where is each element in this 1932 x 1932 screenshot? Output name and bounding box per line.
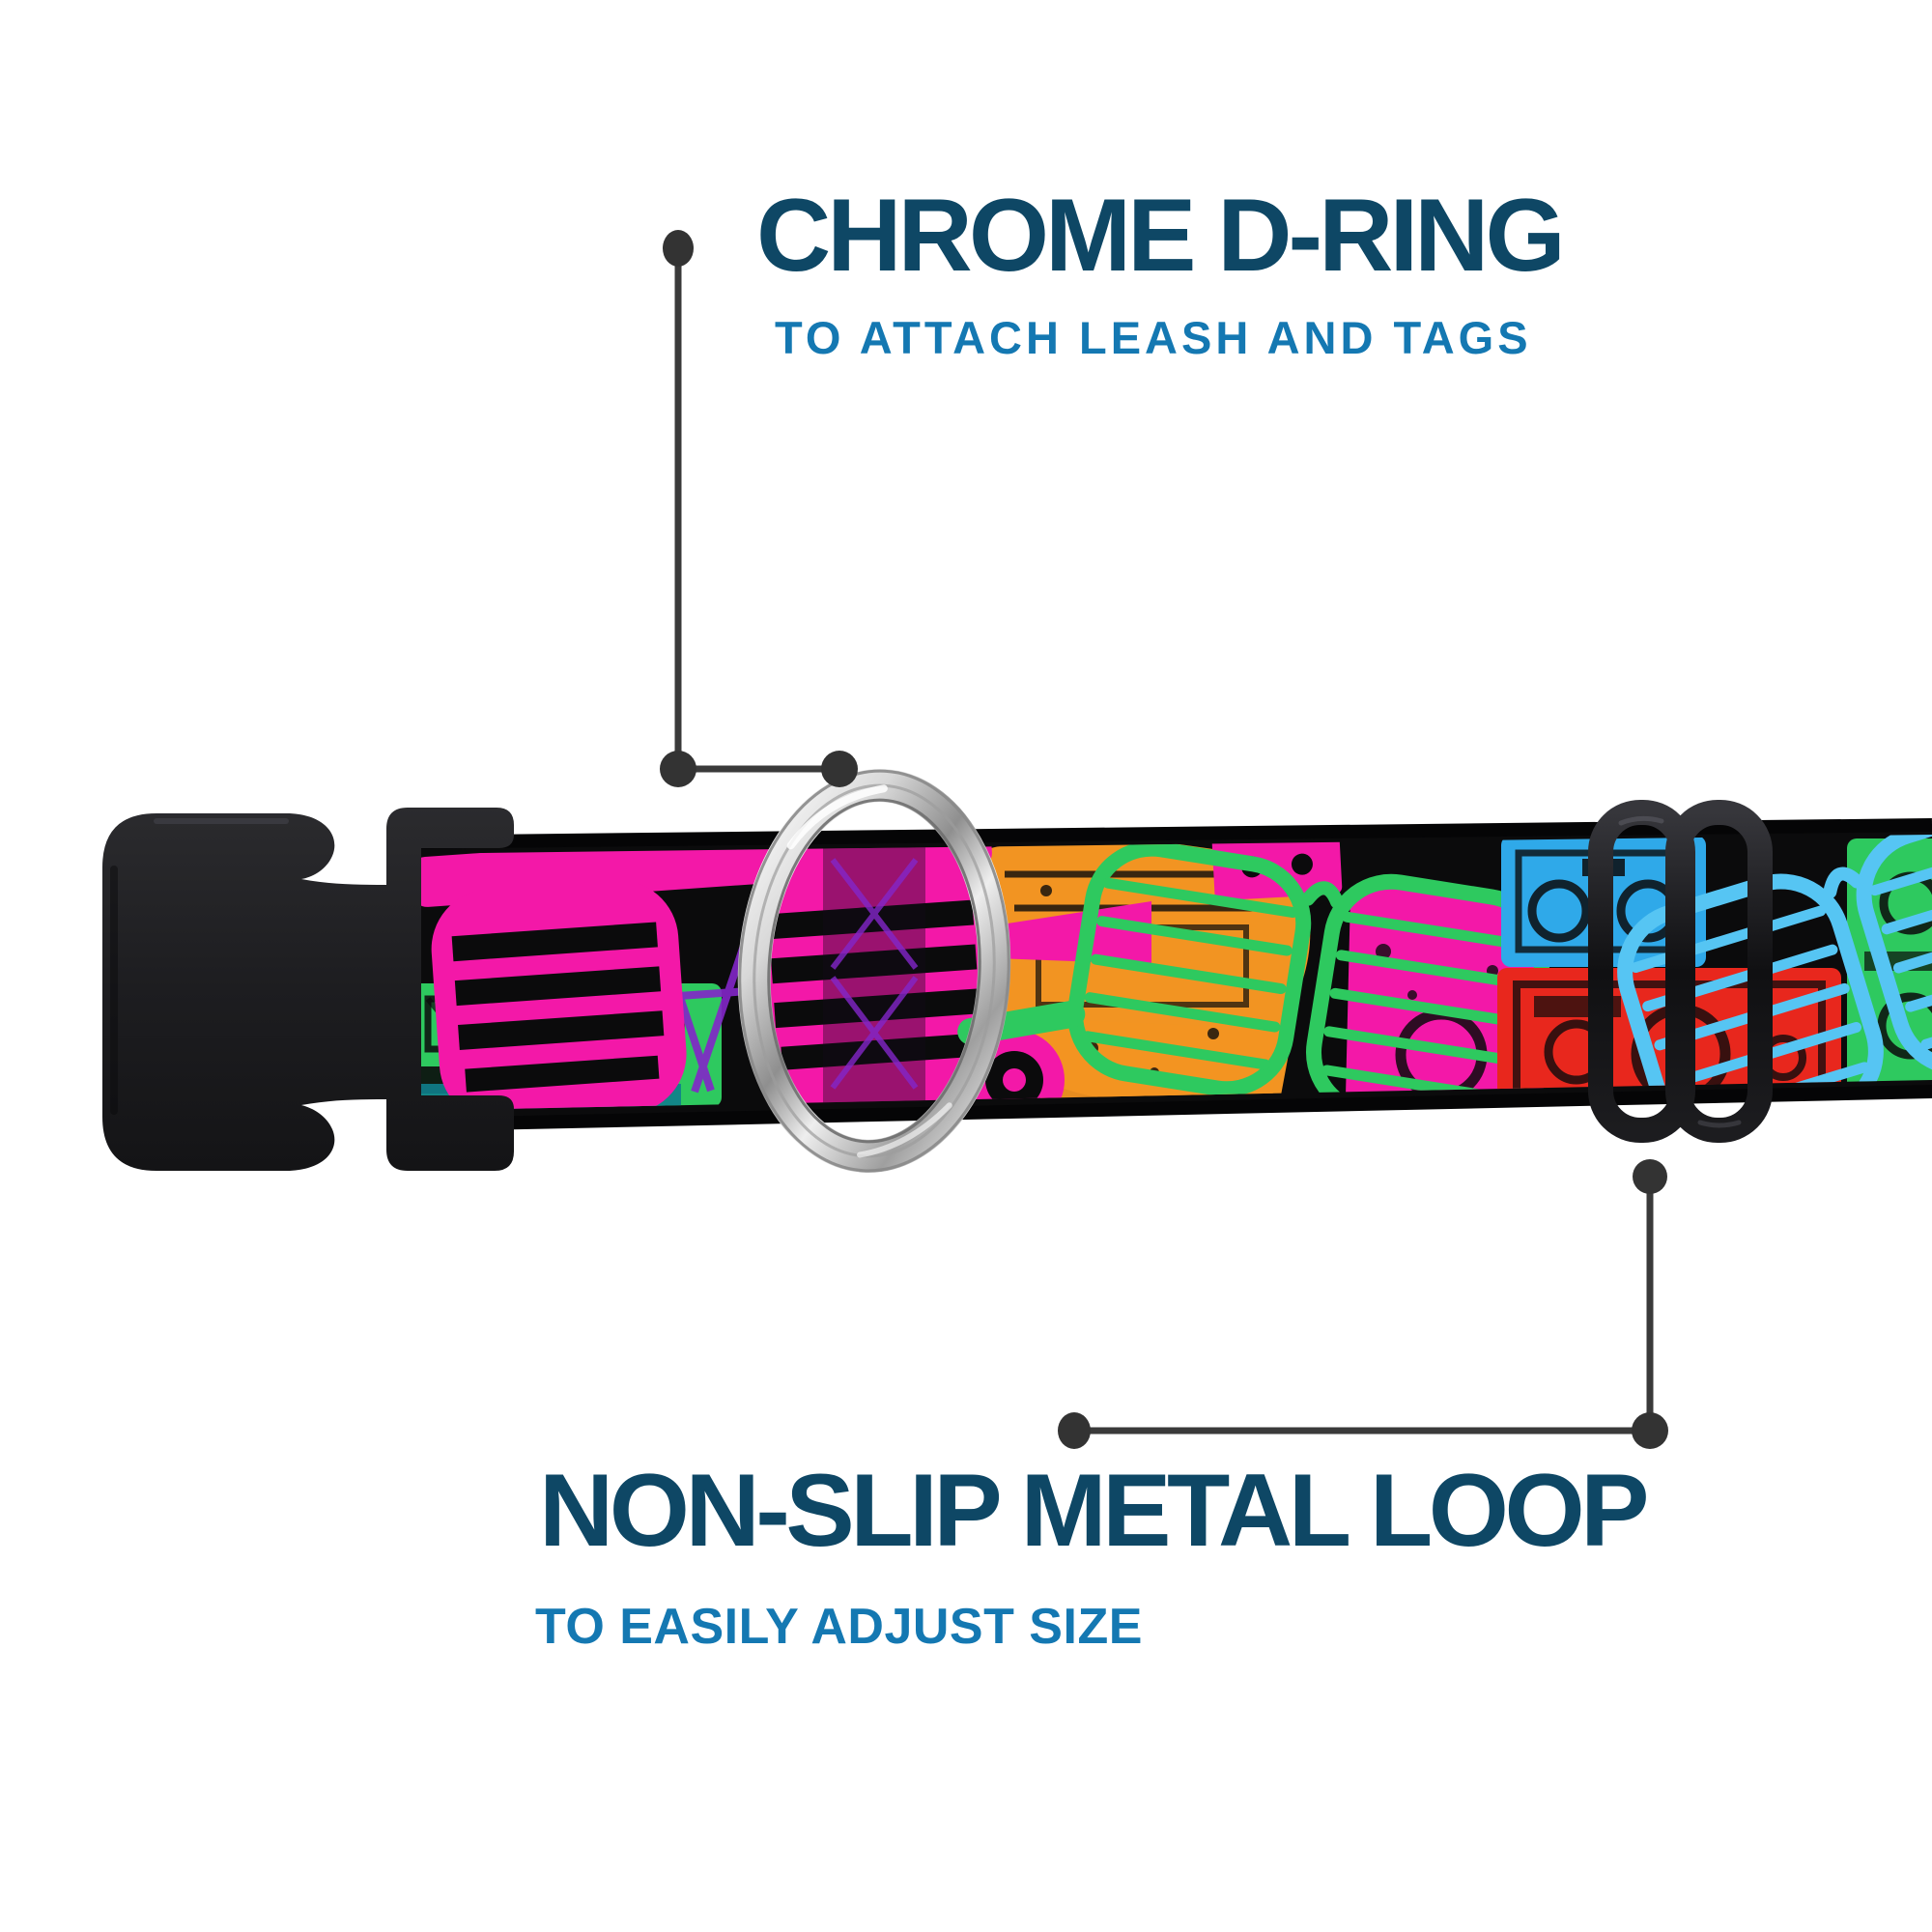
slider-callout-subtitle: TO EASILY ADJUST SIZE [535, 1599, 1143, 1655]
callout-dot [1633, 1159, 1667, 1194]
slider-callout: NON-SLIP METAL LOOP TO EASILY ADJUST SIZ… [535, 1452, 1650, 1653]
dring-callout: CHROME D-RING TO ATTACH LEASH AND TAGS [756, 177, 1566, 363]
dring-callout-connector [660, 230, 858, 787]
green-shutter-shades-motif [957, 840, 1550, 1111]
callout-dot [660, 751, 696, 787]
callout-dot [1632, 1412, 1668, 1449]
tri-glide-slider [1588, 800, 1773, 1143]
callout-dot [1058, 1412, 1091, 1449]
dring-webbing-fold [823, 835, 925, 1111]
dring-callout-title: CHROME D-RING [756, 177, 1566, 293]
slider-callout-connector [1058, 1159, 1668, 1449]
slider-callout-title: NON-SLIP METAL LOOP [539, 1452, 1650, 1568]
callout-dot [663, 230, 694, 267]
dring-callout-subtitle: TO ATTACH LEASH AND TAGS [775, 312, 1532, 363]
callout-dot [821, 751, 858, 787]
side-release-buckle [102, 808, 514, 1171]
chrome-d-ring [737, 769, 1011, 1173]
